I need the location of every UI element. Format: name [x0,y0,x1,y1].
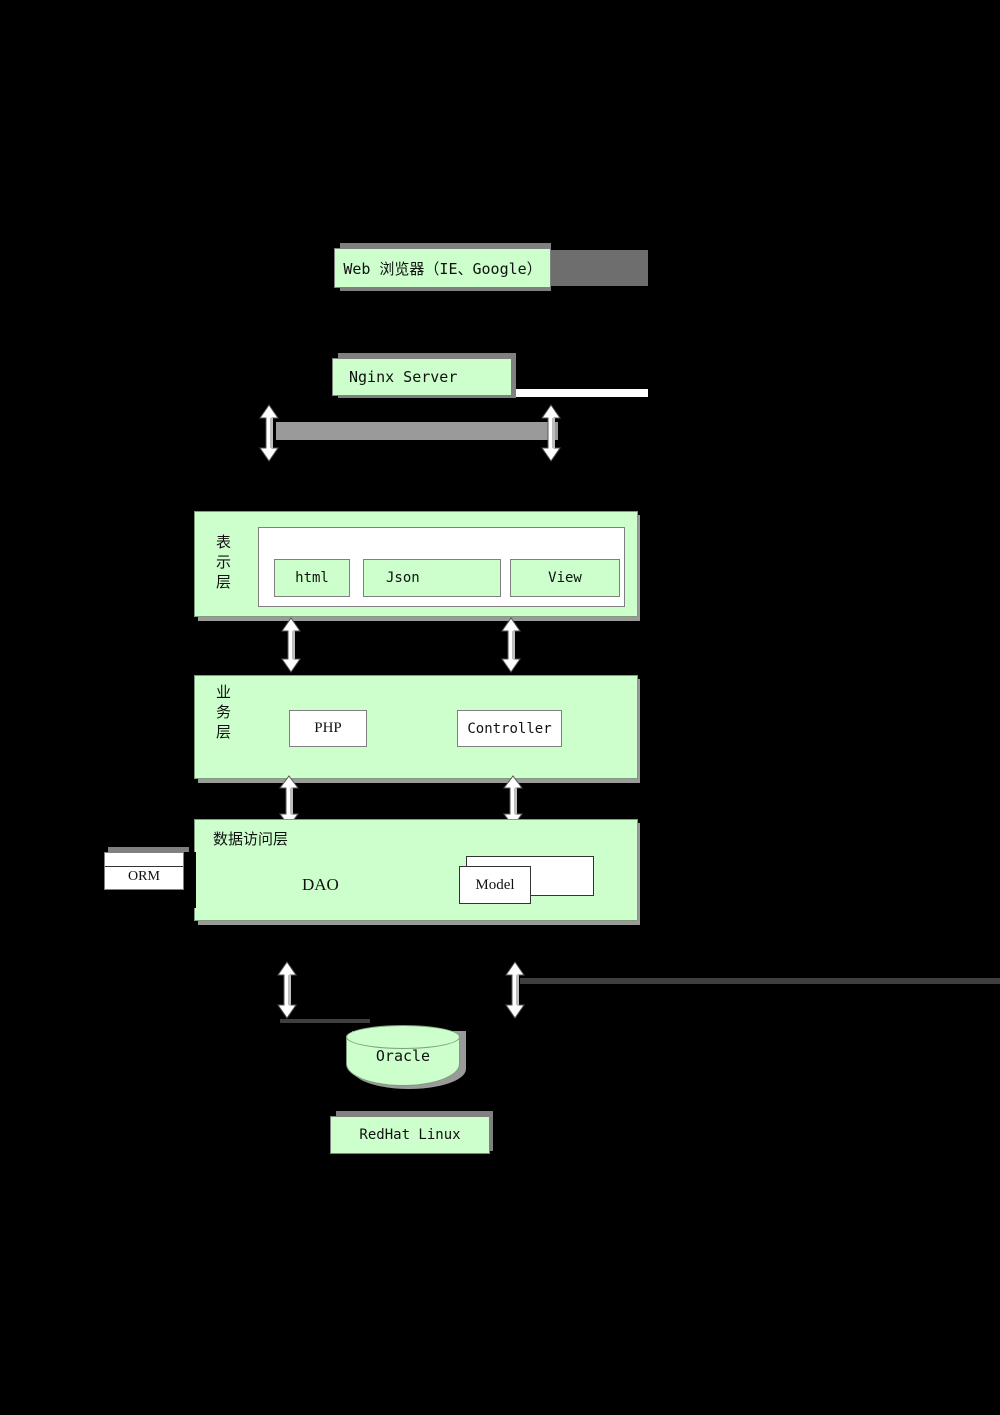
html-label: html [295,570,329,586]
model-label: Model [475,876,515,893]
orm-divider [105,866,183,867]
view-label: View [548,570,582,586]
arrow-presentation-business-right [500,617,522,673]
php-label: PHP [314,720,342,736]
arrow-presentation-business-left [280,617,302,673]
data-access-layer-label: 数据访问层 [213,830,289,848]
arrow-nginx-presentation-right [540,404,562,462]
html-node[interactable]: html [274,559,350,597]
controller-label: Controller [467,720,552,737]
os-node[interactable]: RedHat Linux [330,1116,490,1154]
orm-to-dao-connector [184,852,196,908]
business-layer-label: 业务层 [214,684,232,744]
data-to-right-edge-line [520,978,1000,984]
business-layer[interactable] [194,675,638,779]
model-node-front[interactable]: Model [459,866,531,904]
browser-node[interactable]: Web 浏览器（IE、Google） [334,248,551,288]
controller-node[interactable]: Controller [457,710,562,747]
orm-node[interactable]: ORM [104,852,184,890]
json-label: Json [386,570,420,586]
nginx-right-bar [511,389,648,397]
nginx-label: Nginx Server [349,368,458,386]
php-node[interactable]: PHP [289,710,367,747]
database-label: Oracle [375,1047,431,1065]
arrow-nginx-presentation-left [258,404,280,462]
database-cylinder-top [346,1025,460,1049]
os-label: RedHat Linux [359,1127,461,1143]
db-left-connector-line [280,1019,370,1023]
orm-label: ORM [128,869,160,884]
view-node[interactable]: View [510,559,620,597]
browser-label: Web 浏览器（IE、Google） [343,259,542,278]
nginx-to-presentation-bar [276,422,558,440]
dao-label: DAO [302,875,339,894]
nginx-node[interactable]: Nginx Server [332,358,512,396]
browser-right-bar [550,250,648,286]
arrow-data-database-right [504,961,526,1019]
arrow-data-database-left [276,961,298,1019]
presentation-layer-label: 表示层 [214,534,232,594]
json-node[interactable]: Json [363,559,501,597]
